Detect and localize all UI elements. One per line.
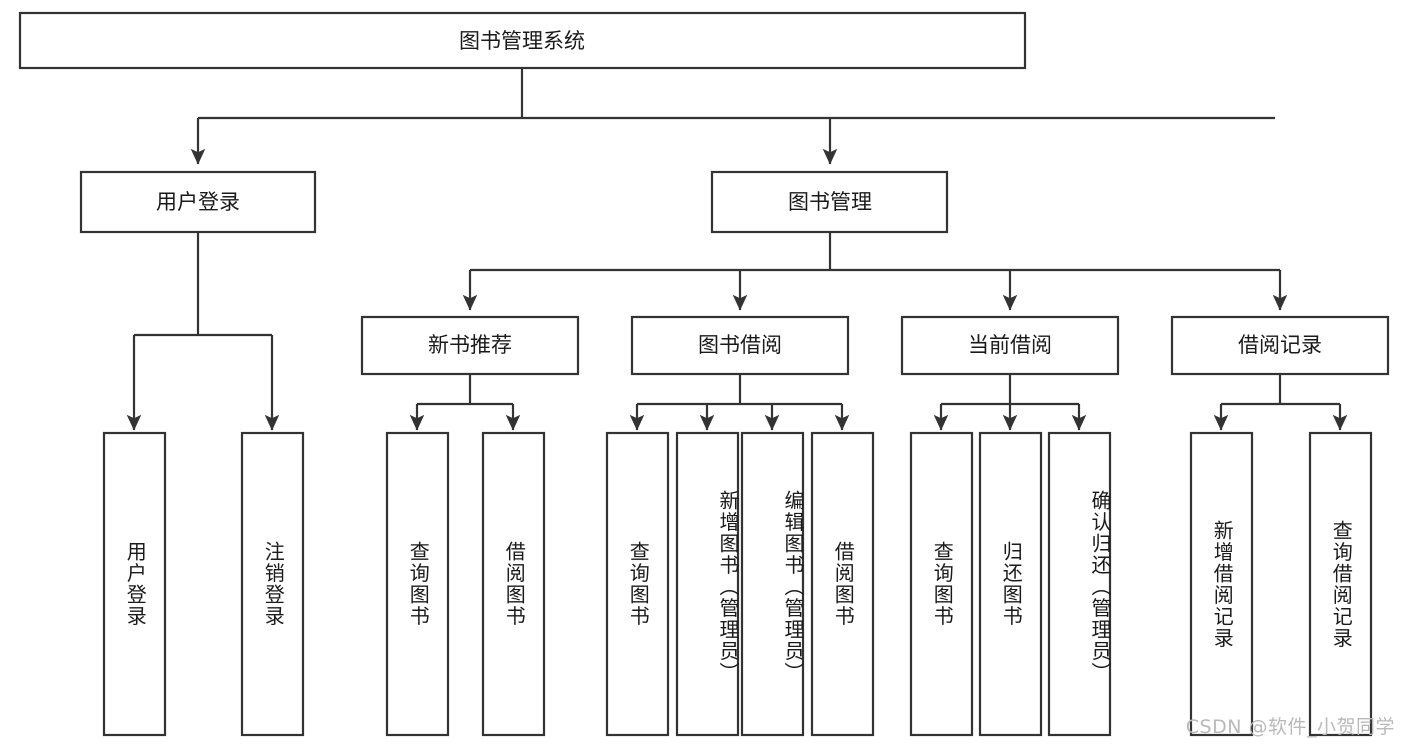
node-leaf-borrow-book[interactable] [810, 431, 875, 737]
node-user-login[interactable]: 用户登录 [79, 170, 317, 234]
node-book-borrow-label: 图书借阅 [698, 333, 782, 357]
csdn-watermark: CSDN @软件_小贺同学 [1185, 716, 1395, 738]
node-leaf-user-login[interactable] [102, 431, 167, 737]
node-leaf-confirm-return-admin[interactable] [1047, 431, 1112, 737]
node-current-borrow-label: 当前借阅 [968, 333, 1052, 357]
node-leaf-edit-book-admin[interactable] [740, 431, 805, 737]
node-book-manage[interactable]: 图书管理 [710, 170, 949, 234]
node-book-manage-label: 图书管理 [788, 190, 872, 214]
node-user-login-label: 用户登录 [156, 190, 240, 214]
edge-user-login-to-leaves [126, 232, 280, 431]
edge-recommend-to-leaves [409, 374, 521, 431]
node-leaf-logout[interactable] [240, 431, 305, 737]
node-root[interactable]: 图书管理系统 [18, 11, 1027, 70]
node-book-borrow[interactable]: 图书借阅 [630, 315, 850, 376]
node-leaf-query-book-current[interactable] [909, 431, 974, 737]
edge-current-to-leaves [933, 374, 1087, 431]
node-new-book-recommend[interactable]: 新书推荐 [360, 315, 580, 376]
node-leaf-query-book-recommend[interactable] [385, 431, 450, 737]
edge-borrow-to-leaves [629, 374, 850, 431]
node-leaf-return-book[interactable] [978, 431, 1043, 737]
node-current-borrow[interactable]: 当前借阅 [900, 315, 1120, 376]
node-leaf-query-book-borrow[interactable] [605, 431, 670, 737]
node-leaf-add-borrow-record[interactable] [1189, 431, 1254, 737]
node-borrow-record[interactable]: 借阅记录 [1170, 315, 1390, 376]
edge-book-manage-to-level3 [462, 232, 1288, 311]
node-leaf-add-book-admin[interactable] [675, 431, 740, 737]
node-leaf-query-borrow-record[interactable] [1308, 431, 1373, 737]
node-new-book-recommend-label: 新书推荐 [428, 333, 512, 357]
node-root-label: 图书管理系统 [459, 29, 585, 53]
node-borrow-record-label: 借阅记录 [1238, 333, 1322, 357]
node-leaf-borrow-book-recommend[interactable] [481, 431, 546, 737]
edge-root-to-fork [190, 68, 1275, 165]
edge-record-to-leaves [1213, 374, 1348, 431]
